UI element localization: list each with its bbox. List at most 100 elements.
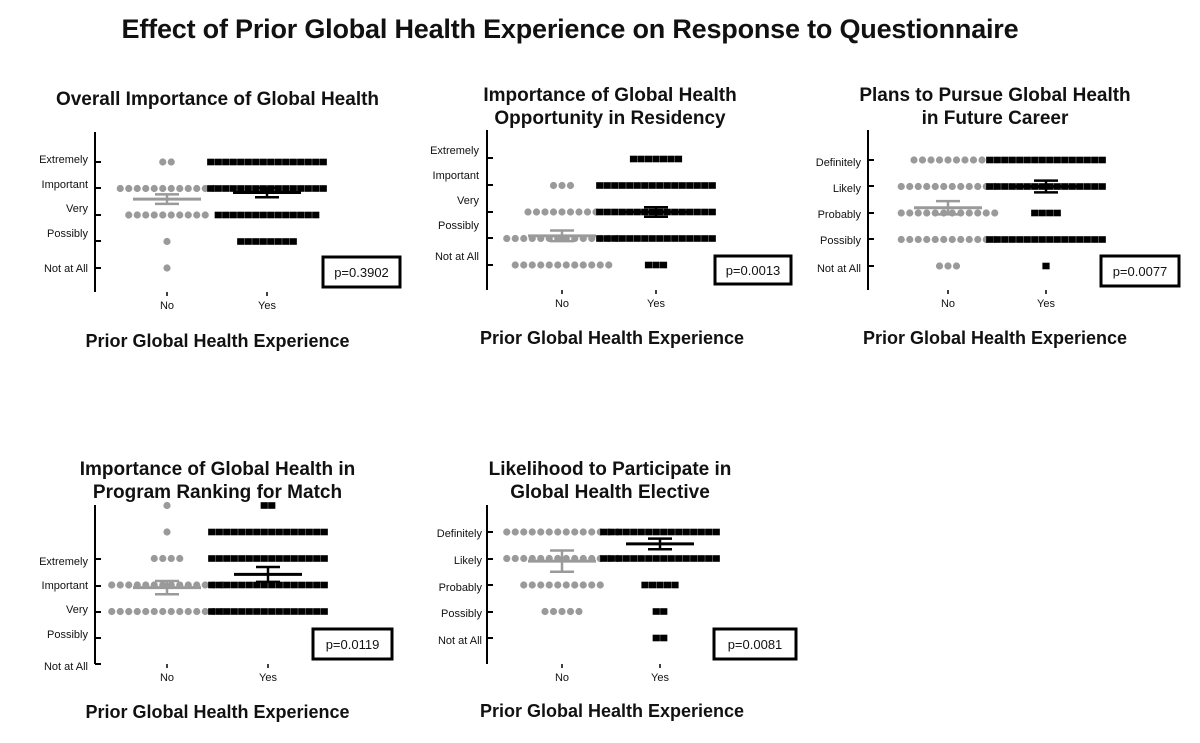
- data-point-no: [558, 181, 566, 190]
- data-point-no: [948, 182, 956, 191]
- data-point-yes: [611, 235, 619, 242]
- y-tick-label: Important: [433, 170, 479, 182]
- data-point-yes: [304, 185, 312, 192]
- data-point-no: [923, 182, 931, 191]
- data-point-yes: [1008, 236, 1016, 243]
- data-point-yes: [618, 182, 626, 189]
- data-point-yes: [652, 155, 660, 163]
- data-point-yes: [267, 158, 275, 166]
- x-axis-title: Prior Global Health Experience: [479, 328, 745, 348]
- x-tick-label: No: [941, 298, 955, 310]
- data-point-yes: [238, 581, 246, 589]
- data-point-no: [108, 607, 116, 616]
- data-point-yes: [712, 555, 720, 562]
- data-point-yes: [208, 608, 216, 615]
- data-point-no: [133, 607, 141, 616]
- data-point-yes: [289, 158, 297, 166]
- data-point-yes: [641, 581, 649, 589]
- data-point-yes: [237, 185, 245, 192]
- data-point-yes: [282, 211, 290, 219]
- data-point-no: [163, 528, 171, 536]
- data-point-no: [974, 182, 982, 191]
- data-point-no: [201, 184, 209, 193]
- p-value-label: p=0.3902: [334, 265, 389, 280]
- data-point-yes: [671, 581, 679, 589]
- data-point-no: [974, 209, 982, 217]
- data-point-yes: [656, 235, 664, 242]
- data-point-no: [571, 261, 579, 269]
- data-point-no: [579, 581, 587, 589]
- p-value-label: p=0.0119: [326, 637, 380, 652]
- data-point-yes: [253, 555, 261, 562]
- data-point-no: [940, 235, 948, 244]
- data-point-yes: [230, 555, 238, 562]
- p-value-box: [321, 255, 402, 289]
- data-point-no: [588, 528, 596, 536]
- data-point-yes: [320, 581, 328, 589]
- data-point-no: [133, 211, 141, 219]
- data-point-no: [571, 528, 579, 536]
- y-tick-label: Extremely: [39, 154, 88, 166]
- data-point-yes: [312, 185, 320, 192]
- data-point-yes: [319, 185, 327, 192]
- data-point-yes: [253, 608, 261, 615]
- data-point-yes: [312, 158, 320, 166]
- data-point-yes: [656, 182, 664, 189]
- data-point-yes: [986, 156, 994, 164]
- data-point-yes: [1023, 236, 1031, 243]
- data-point-yes: [701, 182, 709, 189]
- data-point-yes: [611, 208, 619, 216]
- data-point-yes: [674, 155, 683, 163]
- data-point-yes: [275, 528, 283, 536]
- data-point-yes: [245, 528, 253, 536]
- data-point-no: [575, 208, 583, 216]
- data-point-yes: [633, 182, 641, 189]
- data-point-no: [176, 607, 184, 616]
- data-point-yes: [290, 555, 298, 562]
- data-point-yes: [690, 528, 698, 536]
- data-point-yes: [313, 528, 321, 536]
- data-point-yes: [274, 158, 282, 166]
- data-point-yes: [260, 528, 268, 536]
- data-point-yes: [708, 182, 716, 189]
- data-point-no: [184, 211, 192, 219]
- y-tick-label: Definitely: [437, 528, 483, 540]
- data-point-yes: [305, 581, 313, 589]
- data-point-yes: [283, 608, 291, 615]
- p-value-box: [1099, 254, 1181, 288]
- data-point-no: [159, 158, 167, 166]
- data-point-no: [923, 235, 931, 244]
- y-tick-label: Not at All: [438, 635, 482, 647]
- data-point-yes: [1076, 236, 1084, 243]
- data-point-yes: [1098, 156, 1106, 164]
- data-point-yes: [313, 608, 321, 615]
- data-point-yes: [611, 182, 619, 189]
- data-point-no: [965, 182, 973, 191]
- data-point-yes: [615, 528, 623, 536]
- data-point-no: [944, 156, 952, 164]
- data-point-no: [163, 264, 171, 272]
- data-point-no: [948, 235, 956, 244]
- y-tick-label: Extremely: [430, 145, 479, 157]
- data-point-yes: [603, 208, 611, 216]
- data-point-yes: [596, 208, 604, 216]
- data-point-no: [125, 581, 133, 589]
- data-point-no: [549, 181, 558, 190]
- data-point-no: [524, 208, 532, 216]
- data-point-yes: [596, 235, 604, 242]
- data-point-yes: [238, 555, 246, 562]
- data-point-yes: [660, 528, 668, 536]
- y-tick-label: Possibly: [438, 220, 479, 232]
- data-point-yes: [229, 185, 237, 192]
- data-point-yes: [1068, 236, 1076, 243]
- x-tick-label: Yes: [259, 672, 277, 684]
- data-point-yes: [214, 211, 222, 219]
- y-tick-label: Important: [42, 580, 88, 592]
- data-point-no: [596, 261, 604, 269]
- y-tick-label: Possibly: [820, 235, 861, 247]
- x-tick-label: Yes: [1037, 298, 1055, 310]
- data-point-no: [193, 211, 201, 219]
- data-point-yes: [275, 608, 283, 615]
- data-point-yes: [290, 528, 298, 536]
